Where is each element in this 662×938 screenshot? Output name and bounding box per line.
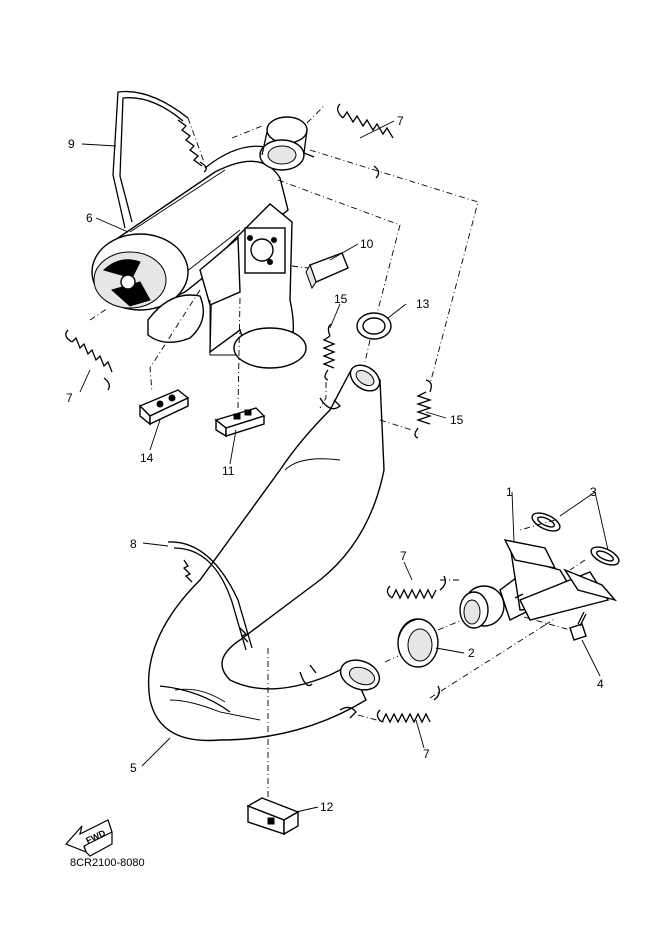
bracket-14 [138,389,190,426]
label-7-left: 7 [66,391,73,405]
leader-lines [79,120,609,813]
spring-15-right [414,379,433,439]
label-7-top: 7 [397,114,404,128]
label-7-mid: 7 [400,549,407,563]
label-6: 6 [86,211,93,225]
spring-7-mid [386,575,446,600]
outlet-clamp [259,116,315,171]
label-4: 4 [597,677,604,691]
label-11: 11 [222,464,235,478]
bolt-4 [569,611,587,641]
label-10: 10 [360,237,374,251]
spring-15-left [322,323,336,381]
label-8: 8 [130,537,137,551]
fwd-arrow-icon: FWD [64,819,113,857]
wire-band [112,90,189,229]
label-3: 3 [590,485,597,499]
wire-band-8 [167,541,253,651]
exhaust-pipe [147,364,385,742]
diagram-code: 8CR2100-8080 [70,857,145,869]
exhaust-manifold [459,539,618,629]
spring-7-top [336,103,394,179]
label-7-low: 7 [423,747,430,761]
label-13: 13 [416,297,430,311]
part-labels: 9 6 7 10 13 15 7 15 14 11 1 3 8 7 2 4 7 … [66,114,604,814]
label-15-right: 15 [450,413,464,427]
hook-left [319,397,341,410]
label-1: 1 [506,485,513,499]
label-14: 14 [140,451,154,465]
label-5: 5 [130,761,137,775]
gasket-3 [531,512,620,566]
gasket-13 [356,312,392,340]
spring-7-low [376,685,440,724]
label-12: 12 [320,800,334,814]
silencer [91,160,307,369]
gasket-2 [397,618,439,668]
label-15-left: 15 [334,292,348,306]
hook-pipe [299,671,313,687]
assembly-lines [89,104,586,800]
damper-12 [246,797,300,836]
bracket-11 [214,407,266,438]
damper-10 [305,252,349,290]
label-2: 2 [468,646,475,660]
spring-7-left [65,329,113,391]
label-9: 9 [68,137,75,151]
